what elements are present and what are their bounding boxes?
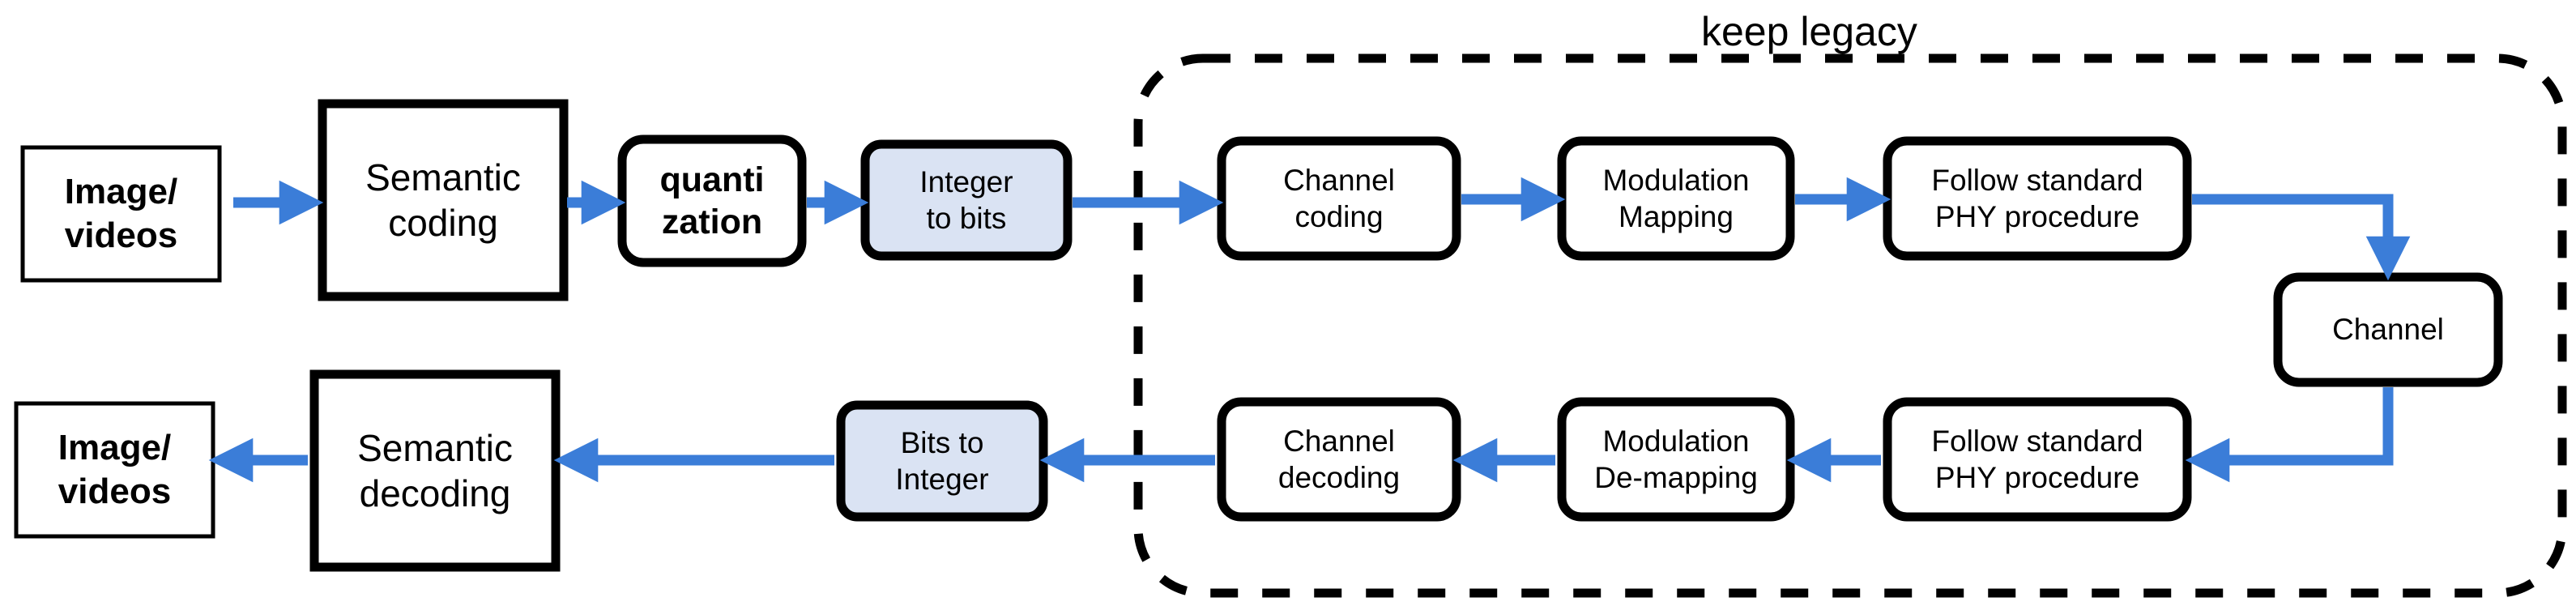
node-box-semantic-coding[interactable] (318, 99, 569, 301)
arrow-phy-to-channel (2192, 194, 2411, 281)
node-box-quantization[interactable] (617, 134, 807, 267)
node-box-image-videos-in[interactable] (20, 145, 222, 283)
node-box-modulation-mapping[interactable] (1557, 136, 1795, 261)
node-box-follow-standard-phy-tx[interactable] (1883, 136, 2192, 261)
node-box-channel-coding[interactable] (1217, 136, 1461, 261)
node-box-bits-to-integer[interactable] (836, 400, 1048, 522)
node-box-modulation-de-mapping[interactable] (1557, 397, 1795, 522)
node-box-image-videos-out[interactable] (14, 401, 215, 539)
arrow-channel-to-phy-rx (2185, 387, 2394, 483)
node-box-follow-standard-phy-rx[interactable] (1883, 397, 2192, 522)
node-shapes (14, 99, 2503, 572)
flow-arrows (208, 177, 2411, 483)
node-box-channel[interactable] (2273, 272, 2503, 387)
keep-legacy-label: keep legacy (1701, 9, 1917, 54)
node-box-channel-decoding[interactable] (1217, 397, 1461, 522)
keep-legacy-dashed-boundary (1133, 53, 2567, 598)
keep-legacy-dashed-rect (1133, 53, 2567, 598)
node-box-semantic-decoding[interactable] (309, 369, 561, 572)
node-box-integer-to-bits[interactable] (860, 139, 1073, 261)
